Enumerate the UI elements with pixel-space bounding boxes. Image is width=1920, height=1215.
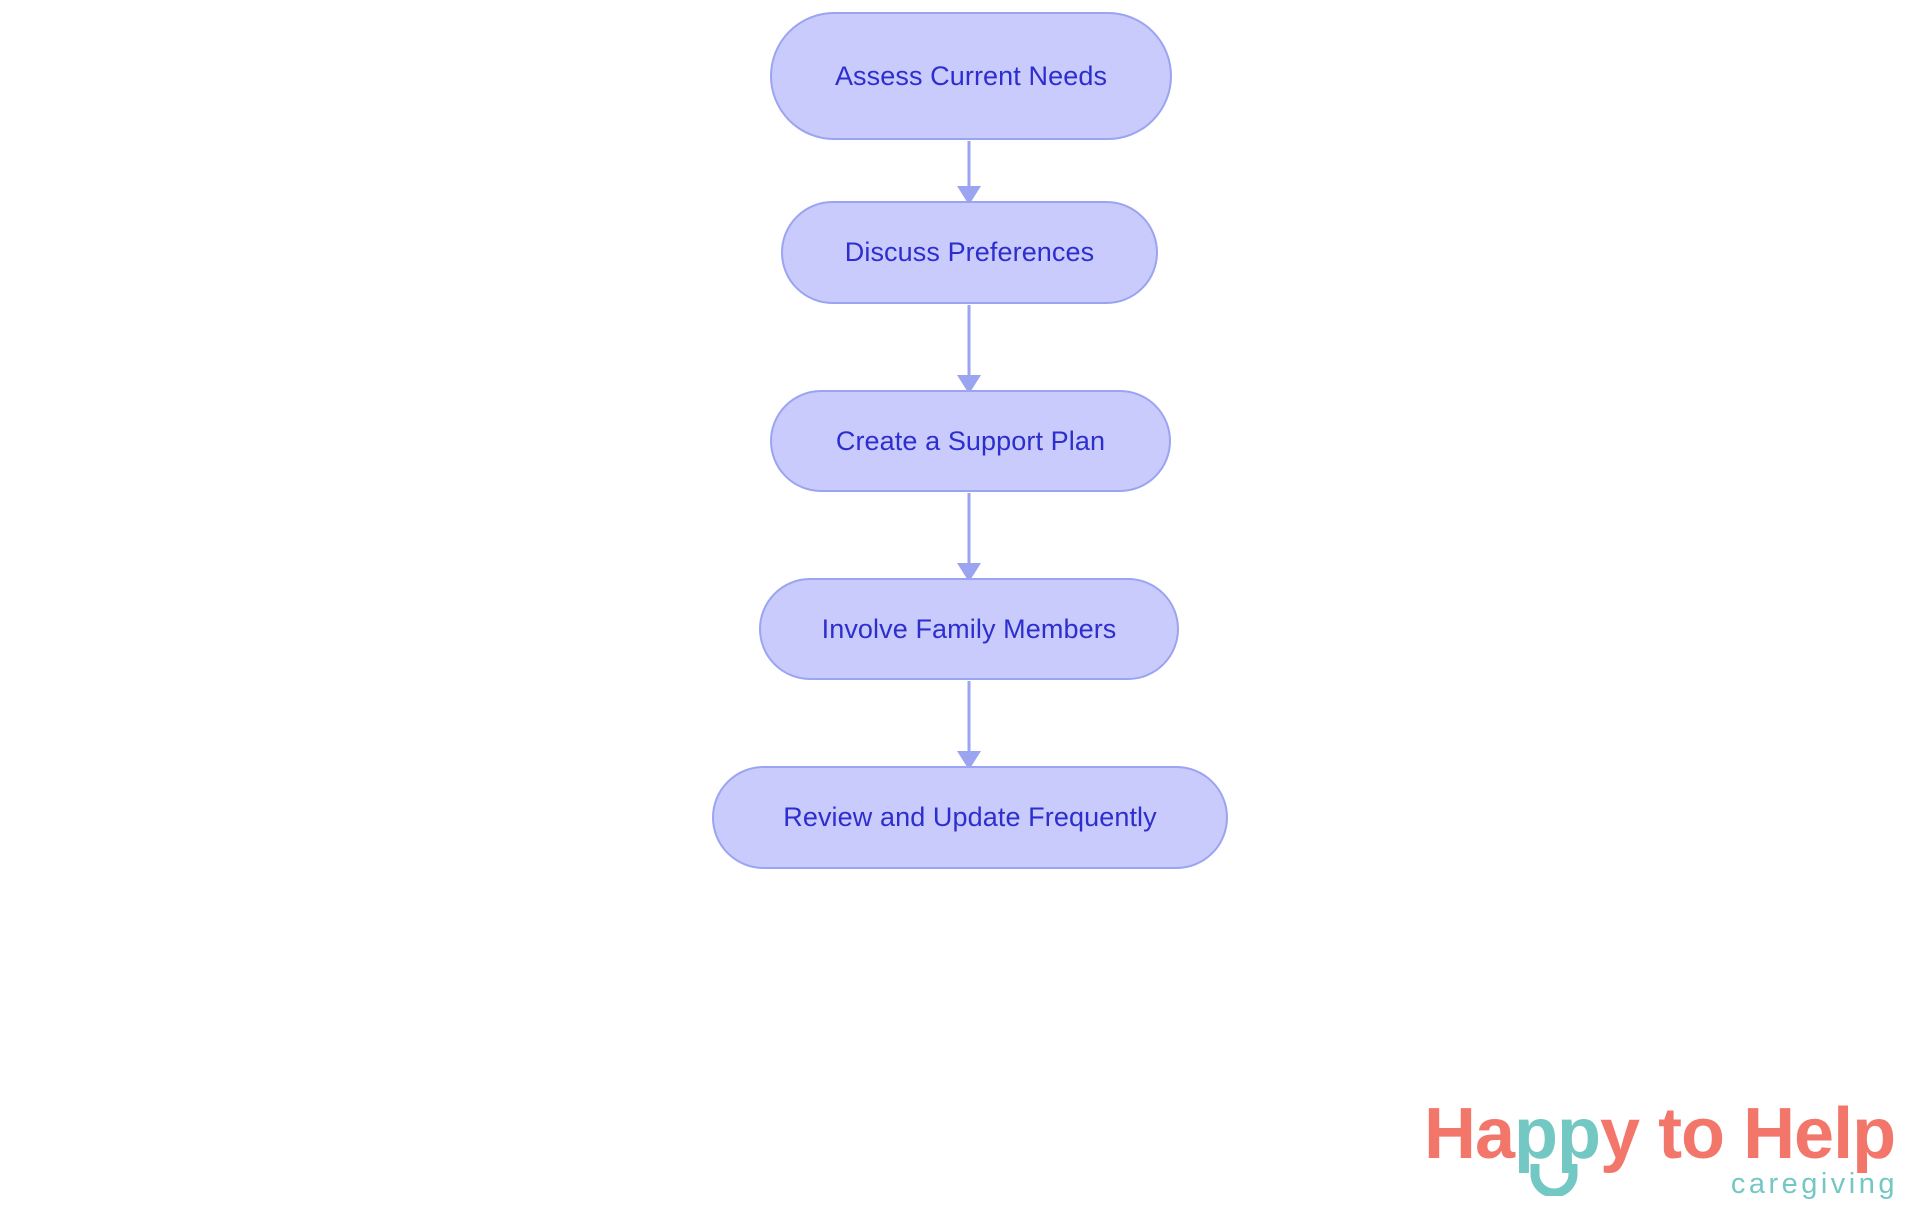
edge-assess-to-discuss: [957, 141, 981, 205]
flow-node-label: Create a Support Plan: [835, 425, 1106, 456]
logo-letters-pp: pp: [1514, 1094, 1601, 1174]
flow-node-discuss-preferences[interactable]: Discuss Preferences: [781, 201, 1158, 304]
logo-letter-h: H: [1424, 1094, 1476, 1174]
smile-arc-icon: [1530, 1164, 1578, 1196]
flow-node-review-and-update-frequently[interactable]: Review and Update Frequently: [712, 766, 1228, 869]
edge-create-to-involve: [957, 493, 981, 582]
flow-node-label: Review and Update Frequently: [783, 802, 1157, 832]
edge-involve-to-review: [957, 681, 981, 770]
flow-node-involve-family-members[interactable]: Involve Family Members: [759, 578, 1179, 680]
logo-space-1: [1639, 1094, 1658, 1174]
flow-node-label: Discuss Preferences: [844, 237, 1095, 267]
logo-letter-y: y: [1600, 1094, 1640, 1174]
logo-word-to: to: [1658, 1094, 1725, 1174]
brand-logo: Happy to Help caregiving: [1424, 1098, 1904, 1208]
logo-tagline: caregiving: [1730, 1168, 1898, 1200]
logo-letter-a: a: [1475, 1094, 1515, 1174]
logo-space-2: [1724, 1094, 1743, 1174]
logo-wordmark: Happy to Help: [1424, 1098, 1896, 1170]
edge-discuss-to-create: [957, 305, 981, 394]
flow-node-assess-current-needs[interactable]: Assess Current Needs: [770, 12, 1172, 140]
flow-node-label: Assess Current Needs: [834, 60, 1108, 91]
flow-node-label: Involve Family Members: [821, 613, 1117, 644]
flow-node-create-a-support-plan[interactable]: Create a Support Plan: [770, 390, 1171, 492]
logo-word-help: Help: [1743, 1094, 1896, 1174]
